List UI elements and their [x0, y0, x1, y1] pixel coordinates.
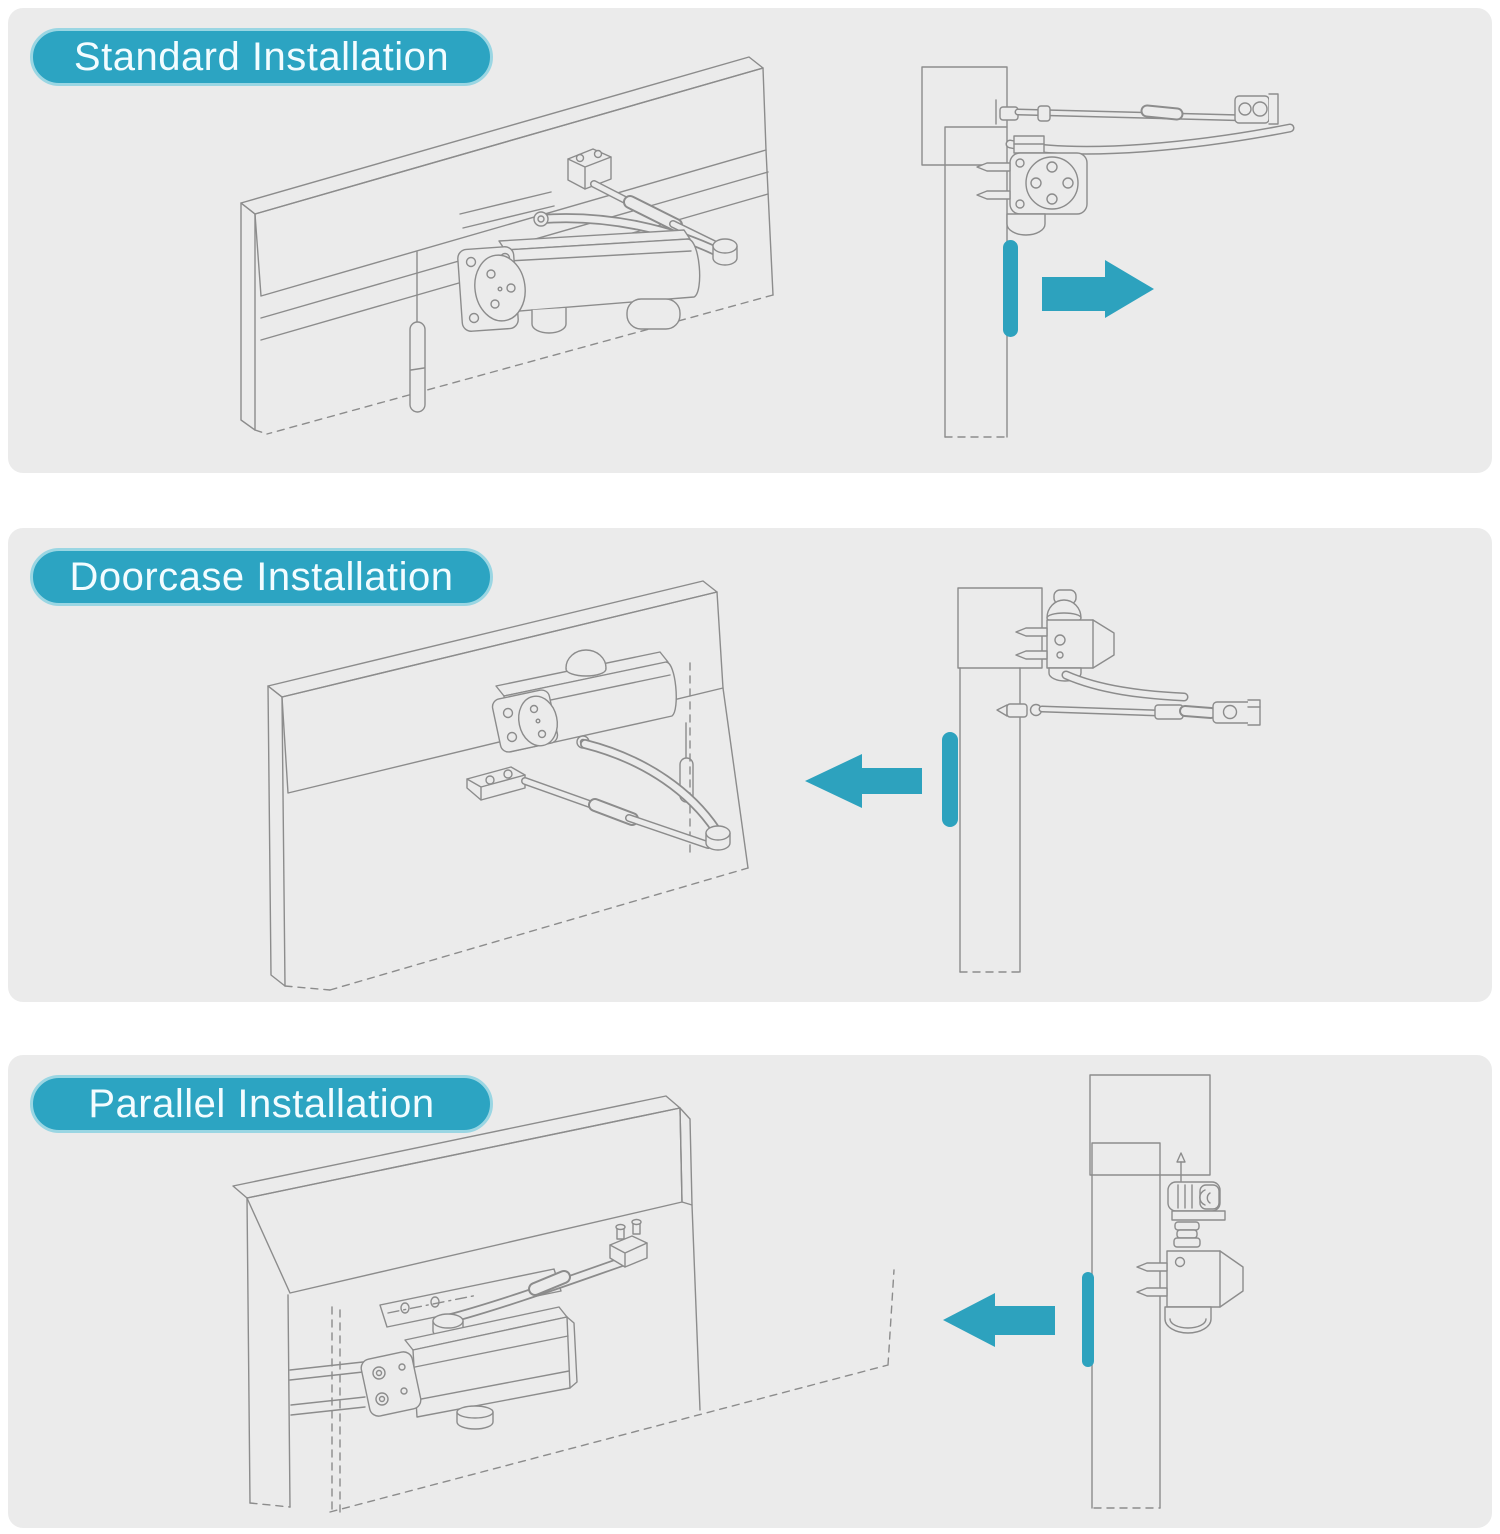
arrow-left-icon	[943, 1293, 1055, 1347]
mounting-screw	[976, 190, 1011, 200]
panel-standard-installation: Standard Installation	[8, 8, 1492, 473]
closer-arm-side	[996, 670, 1261, 726]
parallel-bracket-plate	[379, 1268, 562, 1328]
closer-body-side	[1015, 589, 1115, 682]
mounting-screw	[1015, 650, 1048, 660]
section-title-badge: Standard Installation	[30, 28, 493, 86]
mounting-screw	[1136, 1287, 1168, 1297]
standard-side-view	[921, 66, 1295, 438]
door-edge-highlight	[942, 732, 958, 827]
adjusting-knob	[565, 649, 607, 669]
closer-main-arm	[580, 739, 731, 851]
panel-doorcase-installation: Doorcase Installation	[8, 528, 1492, 1002]
arm-end-bracket	[609, 1218, 648, 1268]
closer-body	[491, 649, 694, 859]
section-title: Standard Installation	[73, 35, 450, 79]
doorcase-installation-diagram	[267, 580, 1261, 991]
panel-parallel-installation: Parallel Installation	[8, 1055, 1492, 1528]
arrow-right-icon	[1042, 260, 1154, 318]
closer-body	[457, 191, 701, 334]
door-section	[959, 667, 1021, 973]
frame-section	[921, 66, 1008, 166]
section-title: Parallel Installation	[88, 1082, 435, 1126]
arrow-left-icon	[805, 754, 922, 808]
closer-stack-side	[1136, 1152, 1244, 1334]
door-frame-and-door	[232, 1095, 895, 1516]
doorcase-perspective-view	[267, 580, 749, 991]
door-edge-highlight	[1082, 1272, 1094, 1367]
hinge-axis	[331, 1306, 341, 1516]
section-title-badge: Parallel Installation	[30, 1075, 493, 1133]
section-title: Doorcase Installation	[69, 555, 454, 599]
closer-forearm	[590, 180, 722, 250]
door-section	[944, 126, 1008, 438]
closer-body-side	[976, 135, 1088, 236]
parallel-perspective-view	[232, 1095, 895, 1516]
mounting-screw	[1015, 627, 1048, 637]
standard-installation-diagram	[240, 56, 1295, 438]
mounting-screw	[1136, 1262, 1168, 1272]
closer-body-side	[1166, 1250, 1244, 1308]
closer-forearm	[521, 777, 712, 849]
standard-perspective-view	[240, 56, 774, 435]
latch-pin	[409, 251, 426, 413]
door-edge-highlight	[1003, 240, 1018, 337]
closer-body	[360, 1306, 578, 1430]
door-section	[1091, 1142, 1161, 1509]
doorcase-side-view	[805, 587, 1261, 973]
frame-bracket	[567, 148, 612, 190]
parallel-side-view	[943, 1074, 1244, 1509]
section-title-badge: Doorcase Installation	[30, 548, 493, 606]
parallel-installation-diagram	[232, 1074, 1244, 1516]
closer-main-arm	[432, 1218, 648, 1339]
closer-main-arm	[536, 213, 738, 266]
mounting-screw	[976, 162, 1011, 172]
frame-section	[1089, 1074, 1211, 1176]
door-frame-and-door	[267, 580, 749, 991]
door-shoe-bracket	[466, 766, 526, 801]
